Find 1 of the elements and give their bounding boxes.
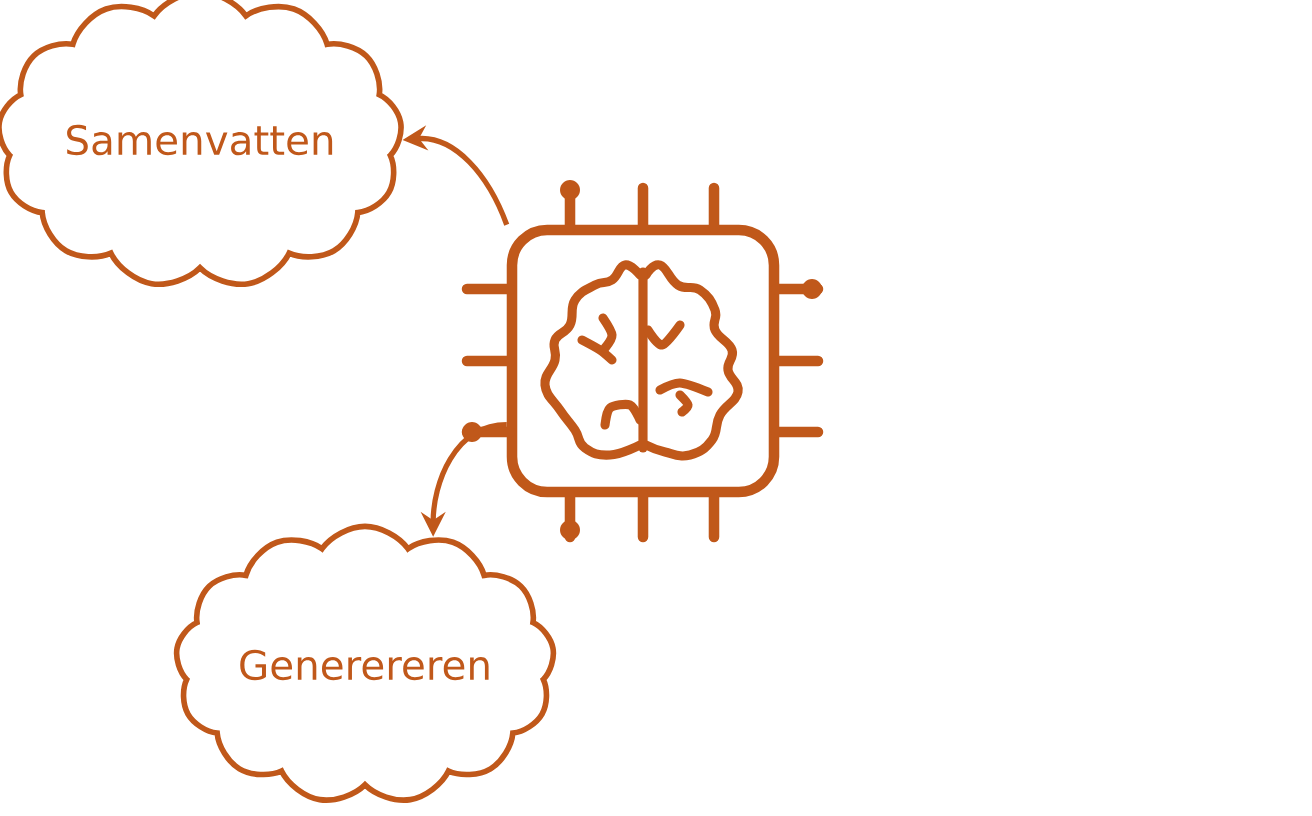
chip-drawing: [461, 180, 824, 543]
